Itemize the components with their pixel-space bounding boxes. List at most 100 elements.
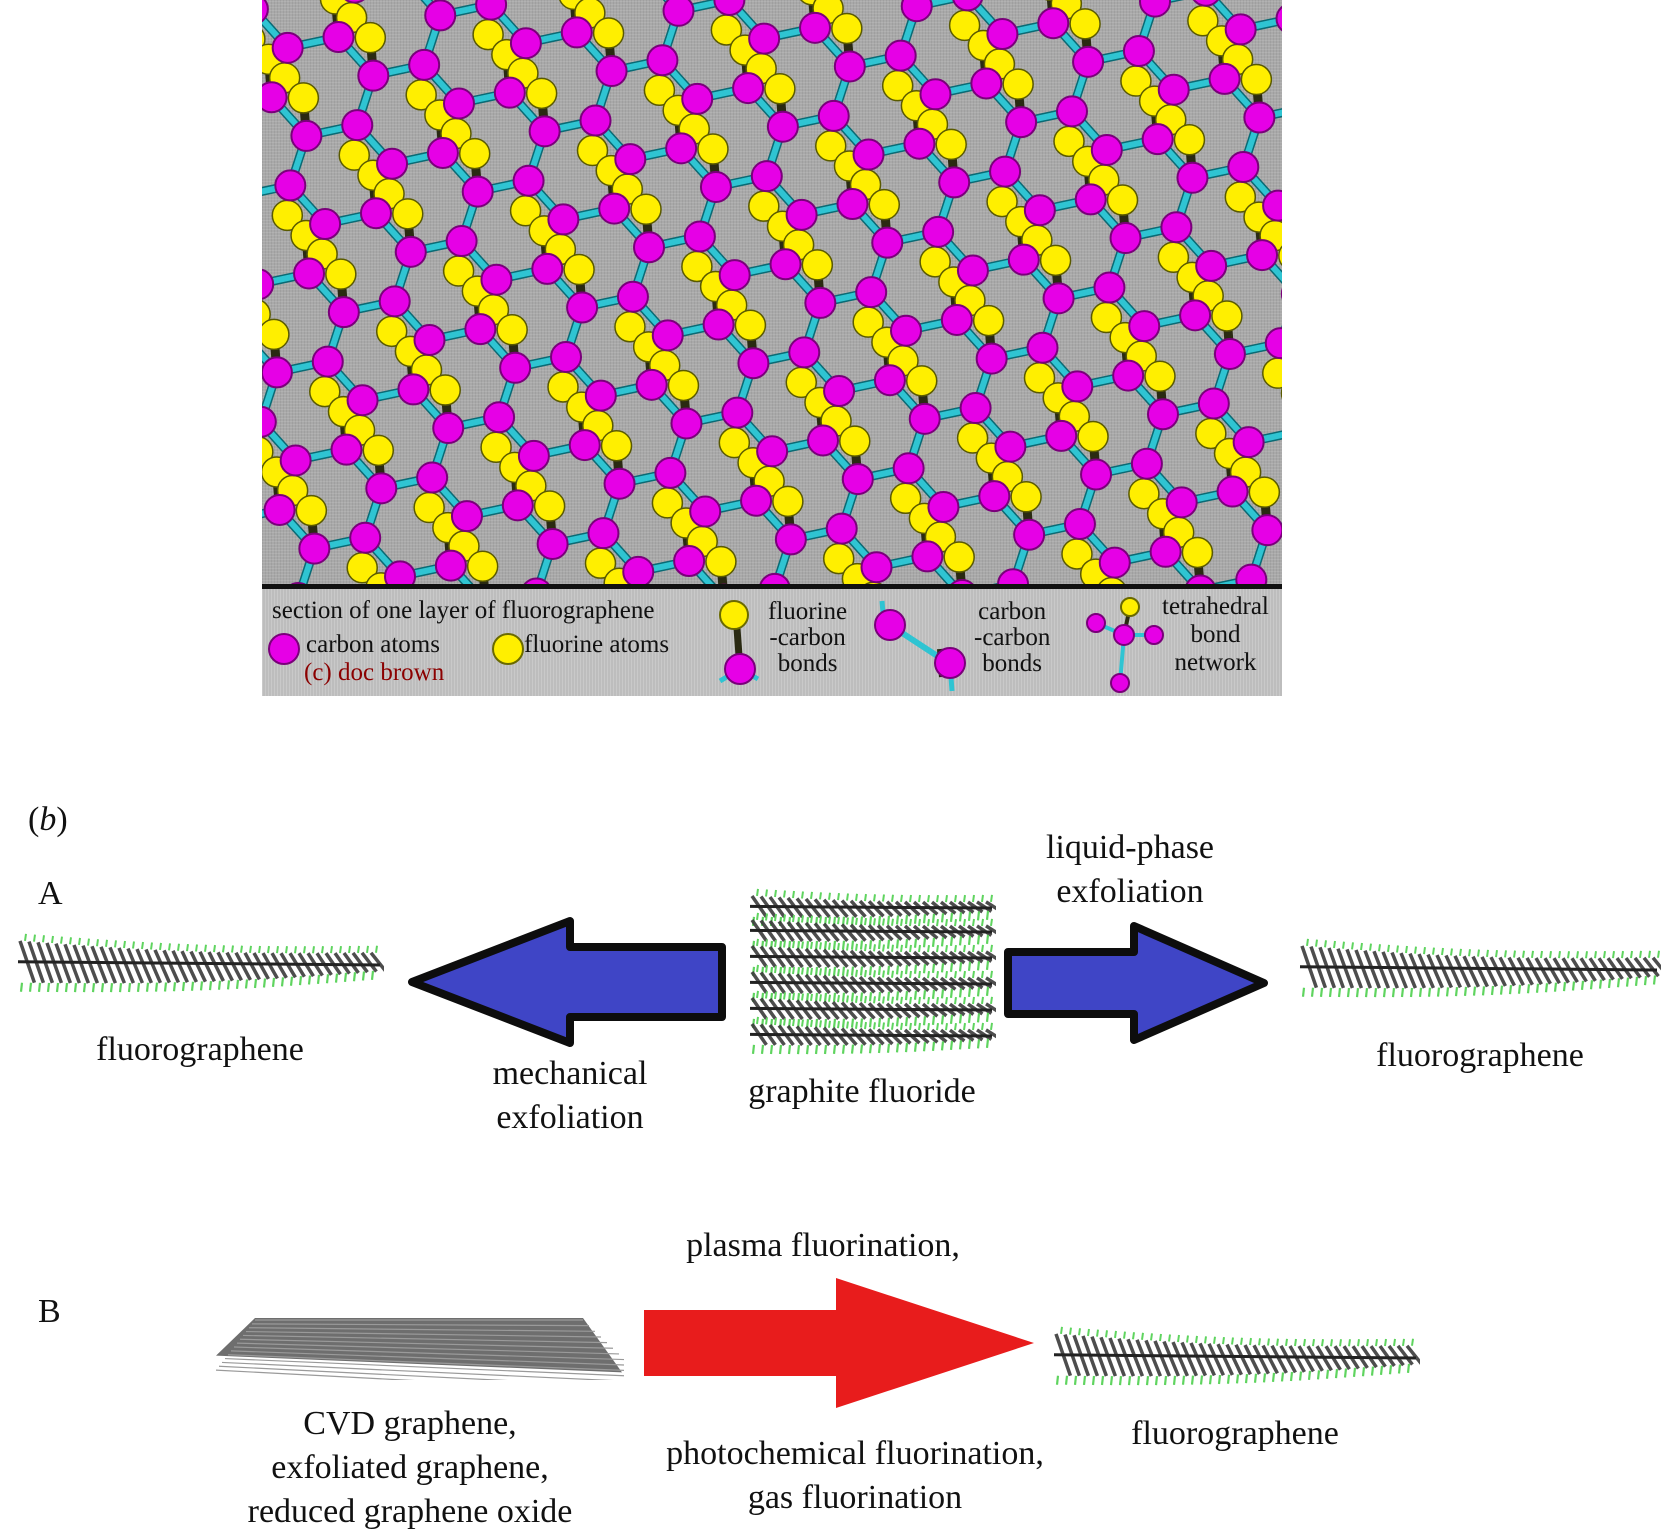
carbon-atom (623, 557, 653, 584)
legend-fc-line-1: fluorine (768, 599, 847, 625)
carbon-atom (1076, 184, 1106, 214)
carbon-atom (1028, 333, 1058, 363)
carbon-atom (262, 357, 292, 387)
carbon-atom (597, 56, 627, 86)
carbon-atom (599, 194, 629, 224)
fluorographene-sheet-product (1050, 1318, 1420, 1398)
carbon-atom (409, 50, 439, 80)
carbon-atom (331, 435, 361, 465)
carbon-atom (787, 200, 817, 230)
carbon-atom (348, 385, 378, 415)
fluorine-atom (1070, 9, 1100, 39)
carbon-atom (1062, 371, 1092, 401)
fluorine-atom (1263, 358, 1282, 388)
carbon-atom (752, 161, 782, 191)
lattice-legend: section of one layer of fluorographene c… (262, 584, 1282, 696)
carbon-atom (1236, 565, 1266, 584)
carbon-atom (768, 112, 798, 142)
carbon-atom (1065, 509, 1095, 539)
carbon-atom (538, 529, 568, 559)
fluorine-atom (288, 83, 318, 113)
fluorine-atom (564, 255, 594, 285)
fluorine-atom (535, 491, 565, 521)
row-b-source: CVD graphene, exfoliated graphene, reduc… (200, 1402, 620, 1534)
row-a-source: graphite fluoride (722, 1070, 1002, 1114)
carbon-atom (567, 293, 597, 323)
carbon-atom (776, 524, 806, 554)
fluorine-atom (393, 199, 423, 229)
fluorine-atom (1011, 482, 1041, 512)
fluorine-atom (840, 426, 870, 456)
carbon-atom (685, 221, 715, 251)
mechanical-exfoliation-arrow (406, 915, 728, 1049)
carbon-atom (532, 254, 562, 284)
right-method-line-1: liquid-phase (990, 826, 1270, 870)
row-a-right-product: fluorographene (1340, 1034, 1620, 1078)
carbon-atom (720, 260, 750, 290)
carbon-atom (987, 19, 1017, 49)
carbon-atom (1073, 47, 1103, 77)
carbon-atom (1234, 427, 1264, 457)
carbon-atom (1100, 548, 1130, 578)
fluorine-atom (706, 547, 736, 577)
carbon-atom (663, 0, 693, 26)
carbon-atom (738, 348, 768, 378)
legend-cc-line-3: bonds (974, 651, 1050, 677)
carbon-atom (894, 453, 924, 483)
carbon-atom (749, 24, 779, 54)
carbon-atom (637, 370, 667, 400)
graphene-sheet (214, 1316, 624, 1380)
carbon-atom (570, 430, 600, 460)
carbon-atom (923, 217, 953, 247)
carbon-atom (329, 297, 359, 327)
carbon-atom (398, 374, 428, 404)
graphite-layer (746, 1016, 996, 1056)
carbon-atom (299, 534, 329, 564)
row-b-method-bottom: photochemical fluorination, gas fluorina… (640, 1432, 1070, 1520)
carbon-atom (495, 78, 525, 108)
legend-tetra-line-3: network (1162, 649, 1269, 677)
fluorine-atom (1212, 301, 1242, 331)
fluorine-atom (1003, 69, 1033, 99)
fluorine-atom (773, 486, 803, 516)
row-a-left-product: fluorographene (60, 1028, 340, 1072)
legend-cc-line-2: -carbon (974, 625, 1050, 651)
fluorine-atom (594, 18, 624, 48)
legend-cc-bonds: carbon -carbon bonds (974, 599, 1050, 677)
carbon-atom (741, 486, 771, 516)
carbon-atom (548, 204, 578, 234)
carbon-atom (361, 198, 391, 228)
carbon-atom (417, 463, 447, 493)
tetrahedral-network-icon (1084, 595, 1170, 695)
fluorine-atom-icon (492, 633, 524, 665)
carbon-atom (500, 353, 530, 383)
carbon-atom (634, 232, 664, 262)
fluorination-arrow (640, 1276, 1040, 1410)
row-b-label: B (38, 1290, 61, 1334)
carbon-atom (1025, 195, 1055, 225)
carbon-atom (671, 408, 701, 438)
panel-b-letter: b (39, 801, 56, 838)
fluorine-atom (430, 375, 460, 405)
legend-section-title: section of one layer of fluorographene (272, 597, 654, 625)
carbon-atom (463, 177, 493, 207)
row-a-right-method: liquid-phase exfoliation (990, 826, 1270, 914)
carbon-atom (1111, 223, 1141, 253)
fluorographene-lattice-figure: section of one layer of fluorographene c… (262, 0, 1282, 696)
carbon-atom (1215, 339, 1245, 369)
fluorine-atom (1108, 185, 1138, 215)
row-b-method-top: plasma fluorination, (650, 1224, 996, 1268)
carbon-atom (262, 269, 273, 299)
carbon-atom (519, 441, 549, 471)
carbon-atom-icon (268, 633, 300, 665)
fluorine-atom (1182, 537, 1212, 567)
carbon-atom (910, 404, 940, 434)
fluorine-atom (974, 306, 1004, 336)
carbon-atom (476, 0, 506, 20)
carbon-atom (580, 106, 610, 136)
carbon-atom (605, 469, 635, 499)
legend-tetra-line-2: bond (1162, 621, 1269, 649)
row-b-source-line-2: exfoliated graphene, (200, 1446, 620, 1490)
carbon-atom (958, 255, 988, 285)
fluorine-atom (1041, 245, 1071, 275)
